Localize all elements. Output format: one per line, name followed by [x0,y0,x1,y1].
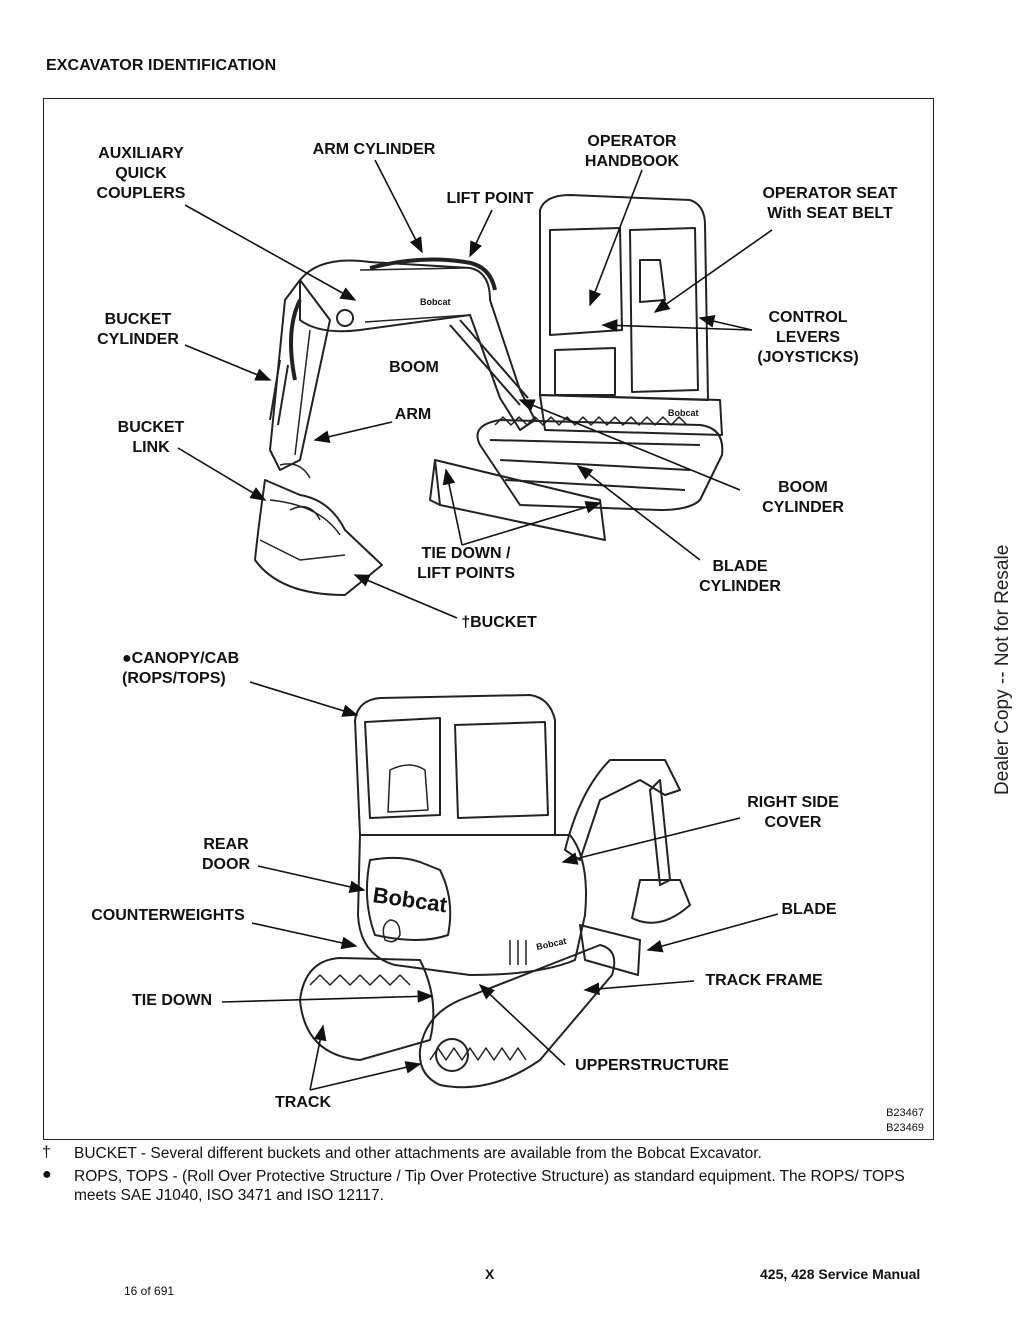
figure-frame [43,98,934,1140]
label-operator-seat: OPERATOR SEAT With SEAT BELT [762,185,898,222]
label-bucket-link: BUCKET LINK [117,419,185,456]
leader-canopy [249,681,359,717]
leader-operator-handbook [589,169,643,307]
leader-blade-cylinder [576,465,701,561]
bobcat-logo-rear: Bobcat [371,882,449,917]
label-right-side-cover: RIGHT SIDE COVER [747,794,839,831]
note-rops-tops: ROPS, TOPS - (Roll Over Protective Struc… [74,1168,905,1204]
leader-auxiliary [184,204,357,301]
footer-manual-title: 425, 428 Service Manual [760,1266,921,1282]
leader-lines [177,159,779,1091]
label-bucket: †BUCKET [461,614,537,631]
label-tie-down: TIE DOWN [132,992,212,1009]
bobcat-logo-cab: Bobcat [668,408,699,418]
label-auxiliary-quick-couplers: AUXILIARY QUICK COUPLERS [96,145,186,202]
label-upperstructure: UPPERSTRUCTURE [575,1057,729,1074]
label-track: TRACK [275,1094,331,1111]
label-arm-cylinder: ARM CYLINDER [312,141,436,158]
leader-tie-down-a [442,468,463,546]
leader-boom-cylinder [518,399,741,491]
bobcat-logo-body: Bobcat [535,936,567,952]
leader-right-side-cover [561,817,741,865]
leader-arm [313,421,393,443]
leader-bucket [353,574,458,619]
label-bucket-cylinder: BUCKET CYLINDER [97,311,179,348]
label-lift-point: LIFT POINT [446,190,534,207]
note-bucket: BUCKET - Several different buckets and o… [74,1145,762,1162]
leader-arm-cylinder [374,159,423,254]
label-counterweights: COUNTERWEIGHTS [91,907,245,924]
figure-id-1: B23467 [886,1107,924,1119]
footer-page-count: 16 of 691 [124,1284,175,1298]
label-control-levers: CONTROL LEVERS (JOYSTICKS) [757,309,859,366]
leader-rear-door [257,865,366,894]
leader-track-a [309,1024,327,1091]
page-heading: EXCAVATOR IDENTIFICATION [46,57,277,74]
label-blade-cylinder: BLADE CYLINDER [699,558,781,595]
label-rear-door: REAR DOOR [202,836,250,873]
leader-tie-down [221,990,434,1003]
leader-bucket-link [177,447,267,501]
label-boom: BOOM [389,359,439,376]
leader-track-b [309,1061,422,1091]
label-boom-cylinder: BOOM CYLINDER [762,479,844,516]
side-watermark: Dealer Copy -- Not for Resale [992,544,1013,795]
label-operator-handbook: OPERATOR HANDBOOK [584,133,680,170]
bottom-excavator-drawing [299,694,691,1089]
top-excavator-drawing [254,194,724,596]
figure-id-2: B23469 [886,1122,924,1134]
bullet-symbol: ● [42,1166,52,1183]
leader-bucket-cylinder [184,344,272,381]
leader-track-frame [583,980,695,996]
label-tie-down-lift-points: TIE DOWN / LIFT POINTS [417,545,515,582]
leader-upperstructure [478,983,566,1066]
leader-tie-down-b [461,501,602,546]
leader-control-levers-a [698,315,753,331]
dagger-symbol: † [42,1144,51,1161]
leader-lift-point [469,209,493,258]
bobcat-logo-boom: Bobcat [420,297,451,307]
leader-control-levers-b [601,319,753,332]
leader-blade [646,913,779,953]
footer-section: X [485,1266,495,1282]
label-blade: BLADE [781,901,837,918]
leader-operator-seat [653,229,773,313]
leader-counterweights [251,922,358,950]
label-track-frame: TRACK FRAME [705,972,823,989]
label-arm: ARM [394,406,432,423]
label-canopy-cab: ●CANOPY/CAB (ROPS/TOPS) [122,650,240,687]
